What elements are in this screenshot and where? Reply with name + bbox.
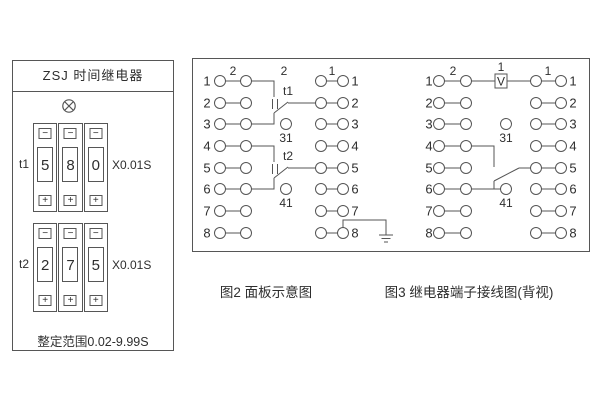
digit-window: 5 bbox=[37, 147, 54, 182]
decrement-button: − bbox=[38, 228, 52, 239]
t1-multiplier-label: X0.01S bbox=[112, 158, 152, 172]
fig2-t1-label: t1 bbox=[283, 84, 293, 98]
fig2-left-number: 4 bbox=[203, 139, 210, 154]
t2-multiplier-label: X0.01S bbox=[112, 258, 152, 272]
fig3-right-number: 5 bbox=[569, 161, 576, 176]
signal-lamp-icon bbox=[62, 99, 76, 113]
fig3-right-number: 8 bbox=[569, 226, 576, 241]
figure3-caption: 图3 继电器端子接线图(背视) bbox=[384, 285, 554, 300]
fig3-left-number: 6 bbox=[425, 182, 432, 197]
fig3-left-number: 7 bbox=[425, 204, 432, 219]
fig2-mid-top-label: 2 bbox=[281, 64, 288, 78]
decrement-button: − bbox=[38, 128, 52, 139]
fig3-left-top-label: 2 bbox=[450, 64, 457, 78]
fig2-right-top-label: 1 bbox=[329, 64, 336, 78]
fig2-middle-terminals bbox=[280, 118, 292, 195]
fig3-right-top-label: 1 bbox=[545, 64, 552, 78]
ground-icon bbox=[342, 219, 393, 243]
fig2-right-number: 6 bbox=[351, 182, 358, 197]
fig2-labels: 1 2 3 4 5 6 7 8 1 2 3 4 5 6 7 8 2 2 1 t1… bbox=[203, 64, 358, 241]
digit-wheel: − 2 + bbox=[33, 223, 58, 312]
fig2-terminal-31-label: 31 bbox=[279, 131, 293, 145]
fig3-left-number: 4 bbox=[425, 139, 432, 154]
fig2-right-number: 4 bbox=[351, 139, 358, 154]
fig2-right-terminal-pairs bbox=[315, 75, 349, 239]
fig3-right-number: 7 bbox=[569, 204, 576, 219]
fig3-terminal-41-label: 41 bbox=[499, 196, 513, 210]
fig2-left-number: 5 bbox=[203, 161, 210, 176]
increment-button: + bbox=[63, 195, 77, 206]
fig3-left-number: 8 bbox=[425, 226, 432, 241]
figure2-caption: 图2 面板示意图 bbox=[219, 285, 313, 300]
fig2-right-number: 3 bbox=[351, 117, 358, 132]
fig3-v-box-label: V bbox=[497, 75, 505, 89]
fig2-left-terminal-pairs bbox=[214, 75, 252, 239]
fig3-right-number: 3 bbox=[569, 117, 576, 132]
fig2-right-number: 8 bbox=[351, 226, 358, 241]
fig2-right-number: 2 bbox=[351, 96, 358, 111]
fig2-left-number: 7 bbox=[203, 204, 210, 219]
relay-front-panel: ZSJ 时间继电器 − 5 + − 8 + − 0 + t1 X0.01S − … bbox=[12, 60, 174, 351]
terminal-diagrams: 1 2 3 4 5 6 7 8 1 2 3 4 5 6 7 8 2 2 1 t1… bbox=[203, 60, 577, 243]
digit-window: 2 bbox=[37, 247, 54, 282]
fig3-left-number: 1 bbox=[425, 74, 432, 89]
fig3-contact bbox=[471, 145, 531, 190]
fig3-voltmeter-branch bbox=[471, 73, 531, 89]
fig3-left-number: 3 bbox=[425, 117, 432, 132]
digit-window: 5 bbox=[87, 247, 104, 282]
fig3-right-terminal-pairs bbox=[530, 75, 567, 239]
digit-window: 8 bbox=[62, 147, 79, 182]
t1-label: t1 bbox=[19, 157, 30, 171]
fig2-terminal-41-label: 41 bbox=[279, 196, 293, 210]
fig3-terminal-31-label: 31 bbox=[499, 131, 513, 145]
digit-wheel: − 5 + bbox=[83, 223, 108, 312]
fig3-left-number: 5 bbox=[425, 161, 432, 176]
fig2-left-number: 6 bbox=[203, 182, 210, 197]
setting-range-text: 整定范围0.02-9.99S bbox=[37, 335, 149, 349]
fig3-left-number: 2 bbox=[425, 96, 432, 111]
decrement-button: − bbox=[89, 128, 103, 139]
t2-digit-setter: − 2 + − 7 + − 5 + bbox=[33, 223, 108, 312]
fig3-right-number: 6 bbox=[569, 182, 576, 197]
digit-window: 7 bbox=[62, 247, 79, 282]
decrement-button: − bbox=[63, 228, 77, 239]
digit-wheel: − 5 + bbox=[33, 123, 58, 212]
increment-button: + bbox=[89, 195, 103, 206]
fig2-left-number: 1 bbox=[203, 74, 210, 89]
fig2-right-number: 7 bbox=[351, 204, 358, 219]
fig3-right-number: 2 bbox=[569, 96, 576, 111]
fig3-labels: 1 2 3 4 5 6 7 8 1 2 3 4 5 6 7 8 2 1 V 1 … bbox=[425, 60, 576, 241]
digit-wheel: − 0 + bbox=[83, 123, 108, 212]
decrement-button: − bbox=[63, 128, 77, 139]
fig2-t2-label: t2 bbox=[283, 149, 293, 163]
panel-title: ZSJ 时间继电器 bbox=[13, 61, 173, 92]
fig3-middle-terminals bbox=[500, 118, 512, 195]
fig2-left-top-label: 2 bbox=[230, 64, 237, 78]
t2-label: t2 bbox=[19, 257, 30, 271]
fig2-t1-delay-contact bbox=[251, 80, 316, 125]
increment-button: + bbox=[63, 295, 77, 306]
fig3-right-number: 4 bbox=[569, 139, 576, 154]
digit-wheel: − 7 + bbox=[58, 223, 83, 312]
digit-wheel: − 8 + bbox=[58, 123, 83, 212]
t1-digit-setter: − 5 + − 8 + − 0 + bbox=[33, 123, 108, 212]
fig2-t2-delay-contact bbox=[251, 145, 316, 190]
fig2-right-number: 1 bbox=[351, 74, 358, 89]
fig2-right-number: 5 bbox=[351, 161, 358, 176]
terminal-diagrams-box: 1 2 3 4 5 6 7 8 1 2 3 4 5 6 7 8 2 2 1 t1… bbox=[192, 58, 590, 252]
increment-button: + bbox=[89, 295, 103, 306]
fig3-left-terminal-pairs bbox=[433, 75, 472, 239]
fig2-left-number: 3 bbox=[203, 117, 210, 132]
fig3-right-number: 1 bbox=[569, 74, 576, 89]
fig3-v-top-label: 1 bbox=[498, 60, 505, 74]
increment-button: + bbox=[38, 195, 52, 206]
increment-button: + bbox=[38, 295, 52, 306]
decrement-button: − bbox=[89, 228, 103, 239]
fig2-left-number: 2 bbox=[203, 96, 210, 111]
fig2-left-number: 8 bbox=[203, 226, 210, 241]
digit-window: 0 bbox=[87, 147, 104, 182]
